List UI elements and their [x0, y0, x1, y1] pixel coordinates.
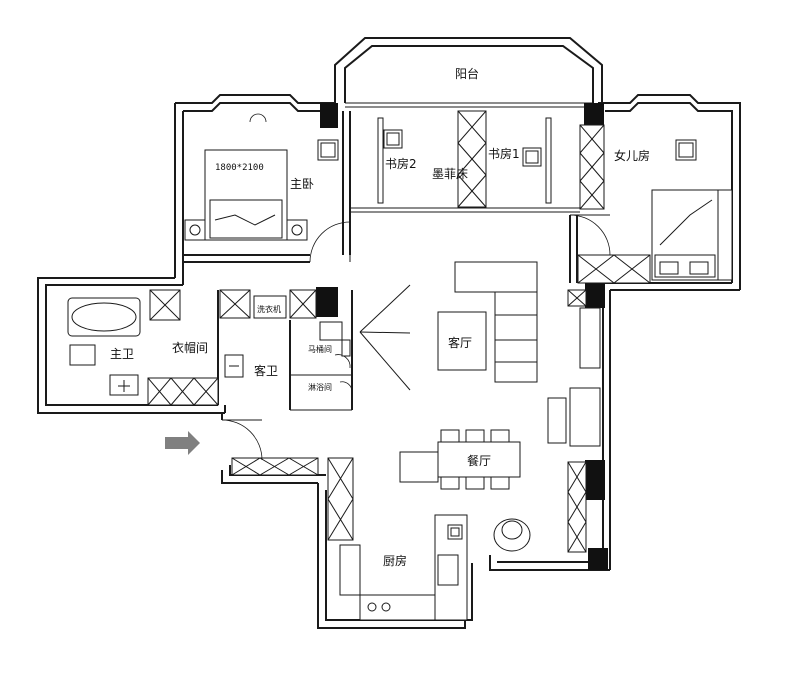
label-study2: 书房2	[385, 156, 417, 171]
guest-toilet	[319, 321, 351, 357]
cabinet-closet-top	[149, 289, 181, 321]
label-shower-room: 淋浴间	[308, 382, 332, 392]
cabinet-right-wall-bottom	[567, 461, 587, 553]
label-walkin-closet: 衣帽间	[172, 340, 208, 355]
label-study1: 书房1	[488, 146, 520, 161]
label-toilet-room: 马桶间	[308, 344, 332, 354]
master-bed	[184, 149, 308, 241]
washer	[253, 295, 287, 319]
label-washer: 洗衣机	[257, 304, 281, 314]
balcony-outline	[334, 37, 603, 108]
interior-walls	[183, 111, 580, 413]
label-living-room: 客厅	[448, 335, 472, 350]
cabinet-daughter-room-left	[579, 124, 605, 210]
guest-sink	[224, 354, 244, 378]
label-master-bath: 主卫	[110, 347, 134, 361]
storage-cabinets	[147, 110, 651, 553]
master-toilet	[69, 344, 96, 366]
cabinet-entry-wall	[231, 457, 354, 541]
label-kitchen: 厨房	[383, 553, 407, 568]
dining-table	[399, 429, 521, 490]
cabinet-right-wall-top	[567, 289, 587, 307]
study-chairs	[317, 129, 697, 167]
tv-cabinet	[547, 307, 601, 447]
armchair	[493, 518, 531, 552]
label-murphy-bed: 墨菲床	[432, 167, 468, 181]
master-sink	[109, 374, 139, 396]
label-daughter-room: 女儿房	[614, 148, 650, 163]
entry-arrow-icon	[165, 431, 200, 455]
label-dining-room: 餐厅	[467, 453, 491, 468]
daughter-bed	[651, 189, 733, 281]
coffee-table	[437, 311, 487, 371]
room-labels: 阳台 书房2 墨菲床 书房1 女儿房 主卧 1800*2100 主卫 衣帽间 客…	[110, 66, 650, 568]
label-balcony: 阳台	[455, 66, 479, 81]
label-guest-bath: 客卫	[254, 363, 278, 378]
doors	[221, 113, 611, 461]
living-sofa	[454, 261, 538, 383]
cabinet-closet-bottom	[147, 377, 219, 406]
bathtub	[67, 297, 141, 337]
label-bed-size: 1800*2100	[215, 163, 264, 173]
sightlines	[359, 284, 411, 391]
structural-columns	[316, 103, 608, 570]
label-master-bedroom: 主卧	[290, 177, 314, 191]
cabinet-study-divider	[457, 110, 487, 208]
study-desks	[377, 117, 552, 204]
kitchen-counter	[339, 514, 468, 621]
cabinet-daughter-room-bottom	[577, 254, 651, 284]
cabinet-guest-bath-top	[219, 289, 317, 319]
exterior-walls	[37, 94, 741, 629]
